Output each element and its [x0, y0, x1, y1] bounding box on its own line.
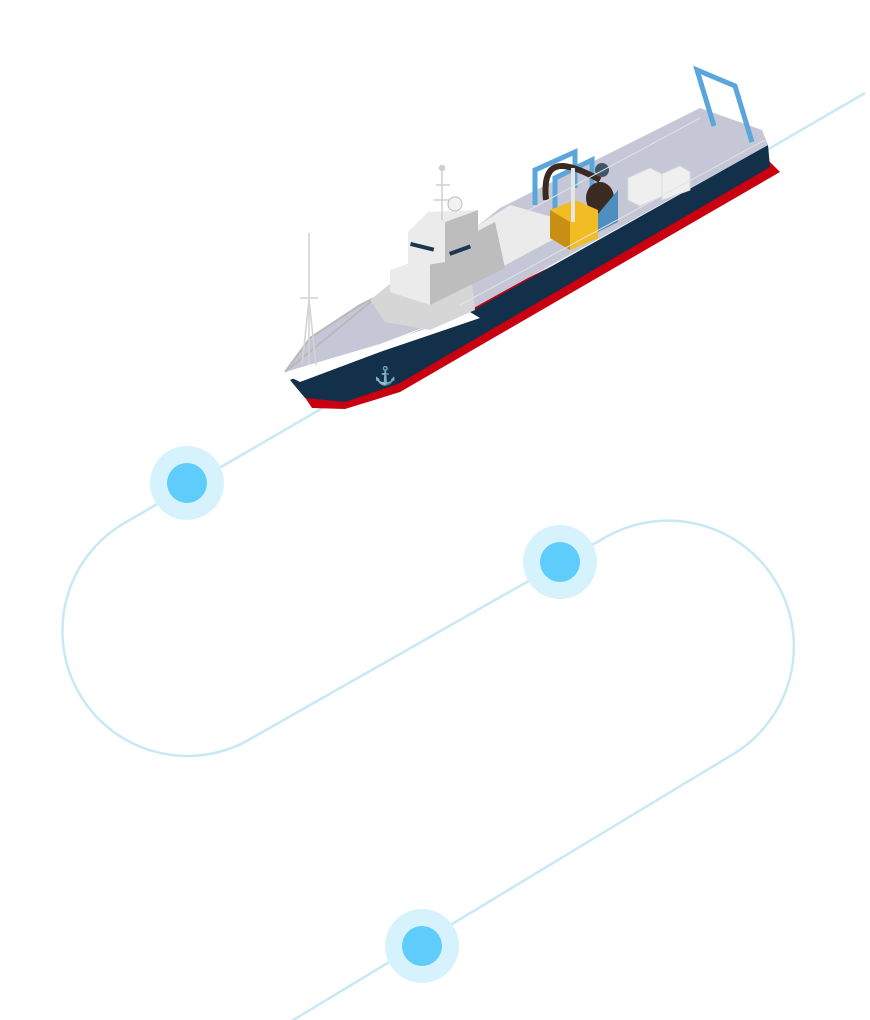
bridge-windows [410, 241, 472, 256]
bridge-front [408, 222, 445, 268]
route-node [402, 926, 442, 966]
bridge-roof [408, 210, 478, 232]
deckhouse-front [390, 256, 430, 305]
satellite-dish-icon [447, 196, 463, 212]
radar-mast [434, 164, 452, 220]
bow-rim [284, 295, 379, 373]
winch-blue-housing [598, 190, 618, 232]
deckhouse-side [430, 222, 505, 305]
hull-white-stripe [292, 312, 480, 382]
winch-pipe [542, 163, 602, 201]
anchor-icon: ⚓ [374, 365, 396, 386]
research-ship: ⚓ [284, 65, 780, 409]
fore-mast [300, 233, 318, 366]
route-nodes [150, 446, 597, 983]
yellow-cargo-box-side [550, 210, 570, 250]
route-node [540, 542, 580, 582]
route-path [61, 91, 866, 1020]
bridge-side [445, 210, 478, 262]
stern-a-frame [693, 65, 755, 143]
buoy-sphere [595, 163, 609, 177]
route-node [167, 463, 207, 503]
deck-railing [459, 117, 766, 306]
